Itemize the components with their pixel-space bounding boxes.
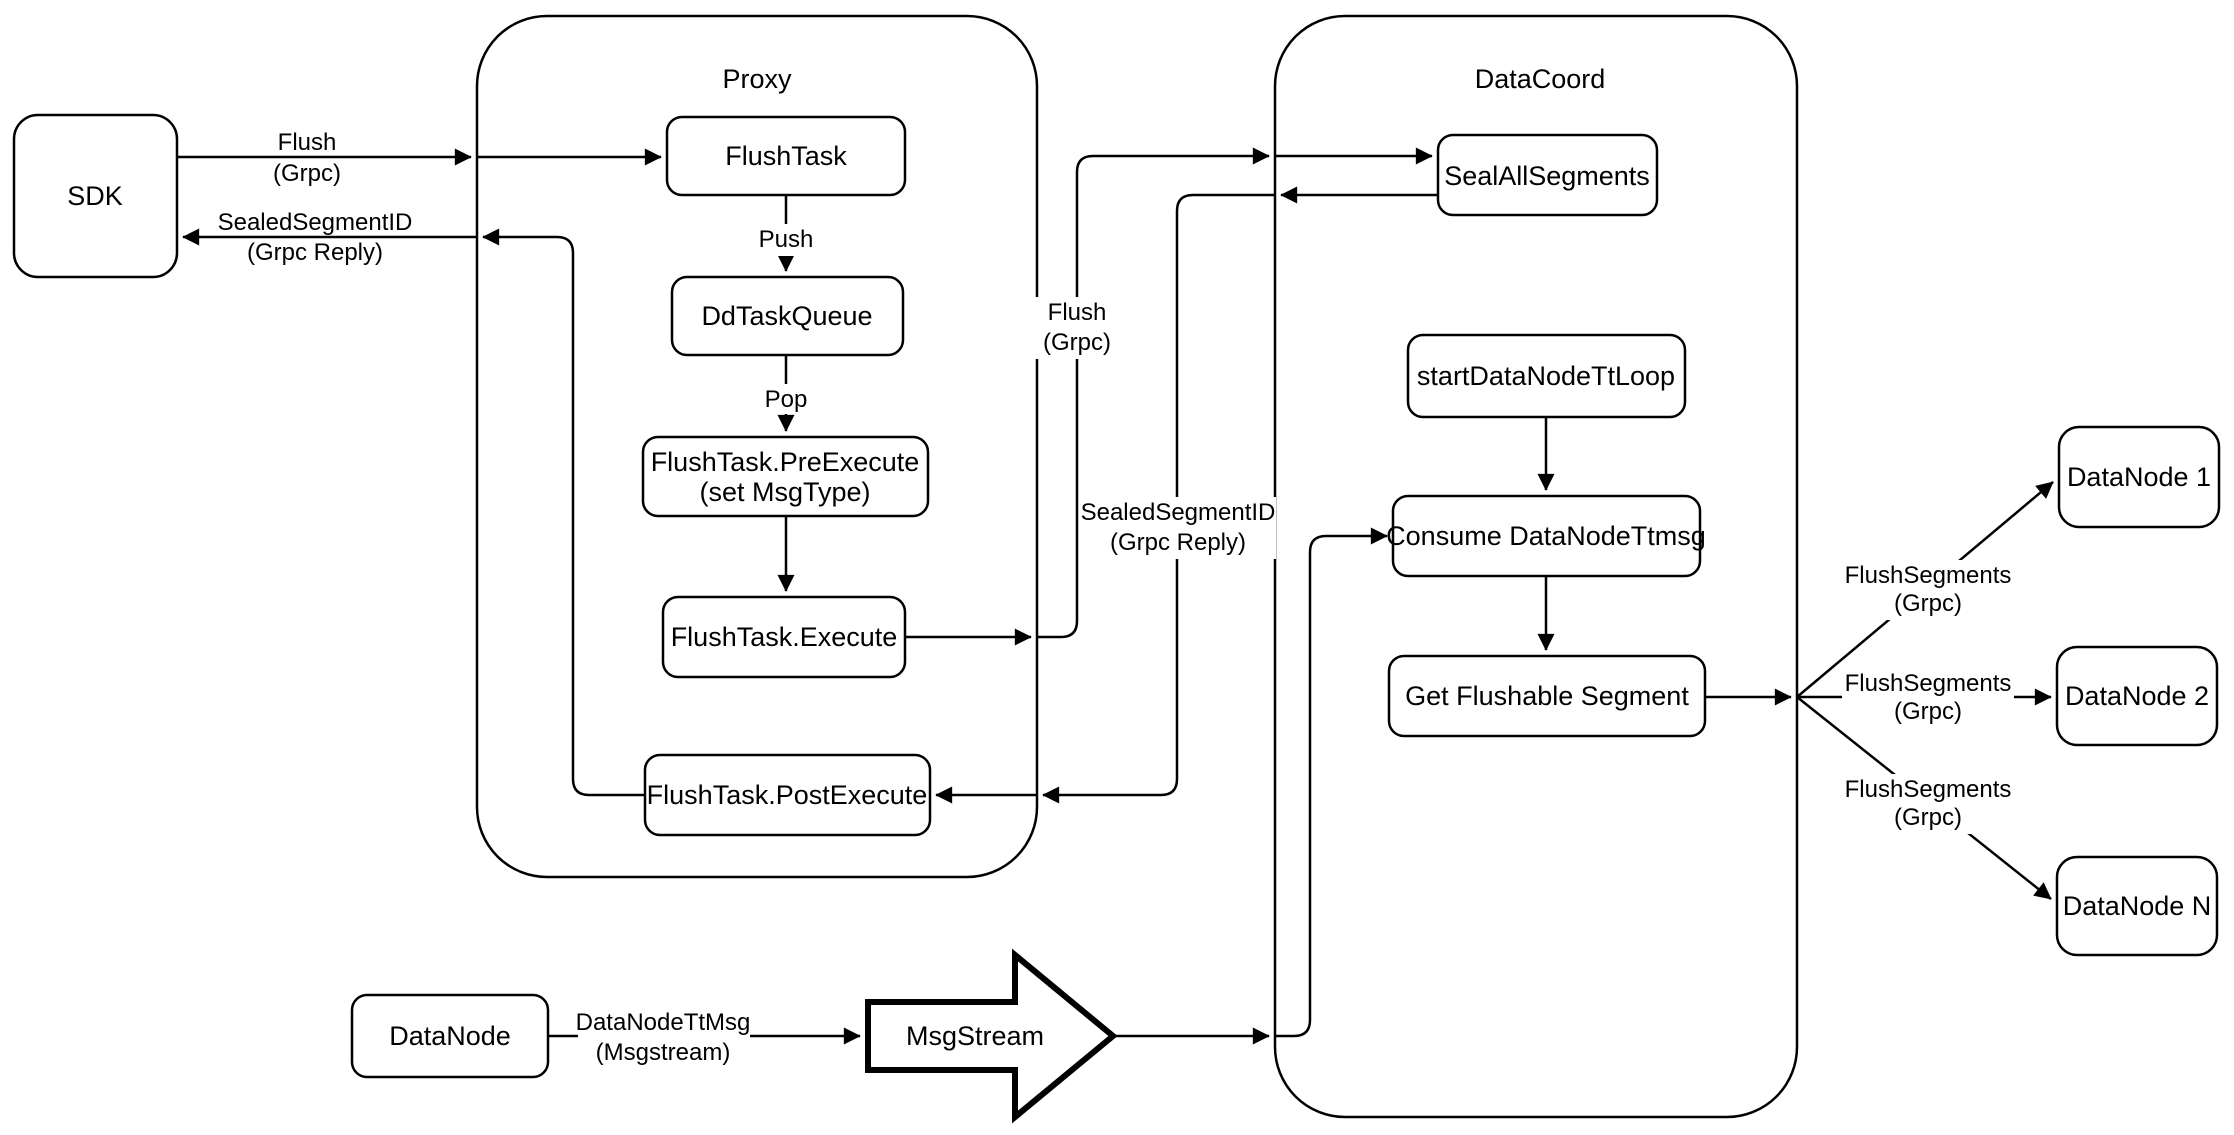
- node-start-datanode-tt-loop-label: startDataNodeTtLoop: [1417, 361, 1675, 391]
- svg-text:FlushSegments: FlushSegments: [1845, 562, 2012, 589]
- proxy-outline: [475, 14, 1039, 879]
- svg-text:Pop: Pop: [765, 386, 808, 413]
- node-pre-execute-label-2: (set MsgType): [699, 477, 870, 507]
- node-seal-all-segments: SealAllSegments: [1436, 133, 1659, 217]
- edge-flush-grpc: [1037, 147, 1270, 639]
- proxy-title: Proxy: [722, 64, 792, 94]
- label-push: Push: [750, 224, 822, 256]
- svg-text:DataNodeTtMsg: DataNodeTtMsg: [576, 1009, 751, 1036]
- node-msgstream-label: MsgStream: [906, 1021, 1044, 1051]
- svg-text:Flush: Flush: [1048, 299, 1107, 326]
- edge-sealed-reply: [1042, 193, 1275, 804]
- nodes: SDK FlushTask DdTaskQueue FlushTask.PreE…: [12, 113, 2221, 1124]
- node-consume-datanode-ttmsg: Consume DataNodeTtmsg: [1386, 494, 1706, 578]
- svg-text:(Grpc): (Grpc): [1894, 698, 1962, 725]
- node-datanode-1-label: DataNode 1: [2067, 462, 2211, 492]
- node-execute: FlushTask.Execute: [661, 595, 907, 679]
- container-proxy: Proxy: [475, 14, 1039, 879]
- node-datanode-n-label: DataNode N: [2063, 891, 2212, 921]
- svg-text:Push: Push: [759, 226, 814, 253]
- node-get-flushable-segment-label: Get Flushable Segment: [1405, 681, 1689, 711]
- label-flush-segments-2: FlushSegments (Grpc): [1842, 668, 2014, 728]
- node-datanode-2: DataNode 2: [2055, 645, 2219, 747]
- datacoord-title: DataCoord: [1475, 64, 1606, 94]
- node-sdk: SDK: [12, 113, 179, 279]
- label-sealed-reply: SealedSegmentID (Grpc Reply): [1080, 497, 1276, 559]
- svg-text:SealedSegmentID: SealedSegmentID: [1081, 499, 1276, 526]
- container-datacoord: DataCoord: [1273, 14, 1799, 1119]
- edges: [177, 147, 2054, 1045]
- label-datanode-ttmsg: DataNodeTtMsg (Msgstream): [576, 1006, 751, 1066]
- datacoord-outline: [1273, 14, 1799, 1119]
- node-ddtaskqueue: DdTaskQueue: [670, 275, 905, 357]
- node-seal-all-segments-label: SealAllSegments: [1444, 161, 1650, 191]
- node-execute-label: FlushTask.Execute: [671, 622, 898, 652]
- label-flush-grpc: Flush (Grpc): [1018, 297, 1138, 359]
- node-pre-execute-label-1: FlushTask.PreExecute: [651, 447, 920, 477]
- label-sdk-reply: SealedSegmentID (Grpc Reply): [218, 209, 413, 266]
- svg-text:(Msgstream): (Msgstream): [596, 1039, 731, 1066]
- msgstream-block-arrow: [865, 948, 1118, 1124]
- edge-labels: Flush (Grpc) SealedSegmentID (Grpc Reply…: [218, 129, 2014, 1066]
- svg-text:Flush: Flush: [278, 129, 337, 156]
- svg-text:(Grpc Reply): (Grpc Reply): [247, 239, 383, 266]
- node-datanode-label: DataNode: [389, 1021, 511, 1051]
- node-datanode-n: DataNode N: [2055, 855, 2219, 957]
- node-pre-execute: FlushTask.PreExecute (set MsgType): [641, 435, 930, 518]
- node-sdk-label: SDK: [67, 181, 123, 211]
- svg-text:FlushSegments: FlushSegments: [1845, 776, 2012, 803]
- node-post-execute-label: FlushTask.PostExecute: [647, 780, 928, 810]
- svg-text:(Grpc): (Grpc): [1894, 590, 1962, 617]
- label-flush-segments-1: FlushSegments (Grpc): [1842, 560, 2014, 620]
- node-msgstream: MsgStream: [865, 948, 1118, 1124]
- svg-text:(Grpc Reply): (Grpc Reply): [1110, 529, 1246, 556]
- edge-postexecute-out: [482, 228, 645, 797]
- edge-ttmsg-riser: [1275, 527, 1388, 1038]
- node-flushtask: FlushTask: [665, 115, 907, 197]
- node-flushtask-label: FlushTask: [725, 141, 847, 171]
- svg-text:SealedSegmentID: SealedSegmentID: [218, 209, 413, 236]
- node-start-datanode-tt-loop: startDataNodeTtLoop: [1406, 333, 1687, 419]
- label-flush-segments-3: FlushSegments (Grpc): [1842, 774, 2014, 834]
- node-datanode-2-label: DataNode 2: [2065, 681, 2209, 711]
- label-sdk-flush: Flush (Grpc): [273, 129, 341, 187]
- node-post-execute: FlushTask.PostExecute: [643, 753, 932, 837]
- svg-text:FlushSegments: FlushSegments: [1845, 670, 2012, 697]
- node-consume-datanode-ttmsg-label: Consume DataNodeTtmsg: [1386, 521, 1706, 551]
- node-get-flushable-segment: Get Flushable Segment: [1387, 654, 1707, 738]
- node-datanode: DataNode: [350, 993, 550, 1079]
- node-ddtaskqueue-label: DdTaskQueue: [701, 301, 872, 331]
- node-datanode-1: DataNode 1: [2057, 425, 2221, 529]
- svg-text:(Grpc): (Grpc): [273, 160, 341, 187]
- svg-text:(Grpc): (Grpc): [1894, 804, 1962, 831]
- svg-text:(Grpc): (Grpc): [1043, 329, 1111, 356]
- label-pop: Pop: [754, 384, 818, 414]
